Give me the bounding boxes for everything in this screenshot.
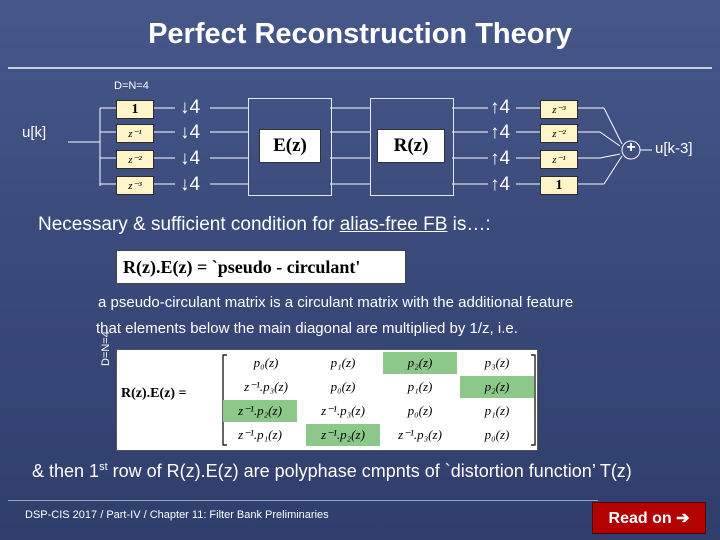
matrix-cell-2-3: p₁(z) [484, 403, 510, 418]
downsampler-1: ↓4 [180, 122, 201, 143]
final-statement: & then 1st row of R(z).E(z) are polyphas… [32, 461, 632, 482]
upsampler-0: ↑4 [490, 97, 511, 118]
upsampler-3: ↑4 [490, 174, 511, 195]
dn-label-vertical: D=N=4 [100, 331, 112, 366]
matrix-cell-0-3: p₃(z) [484, 355, 510, 370]
matrix-cell-2-2: p₀(z) [407, 403, 433, 418]
upsampler-2: ↑4 [490, 148, 511, 169]
footer-divider [8, 500, 598, 501]
output-signal-label: u[k-3] [655, 140, 693, 157]
title-divider [8, 67, 712, 69]
dn-label-top: D=N=4 [114, 80, 149, 92]
matrix-cell-0-2: p₂(z) [383, 352, 457, 374]
matrix-cell-1-3: p₂(z) [460, 376, 534, 398]
matrix-cell-1-1: p₀(z) [330, 379, 356, 394]
final-text-before: & then 1 [32, 461, 100, 481]
matrix-cell-0-0: p₀(z) [253, 355, 279, 370]
R-matrix-box: R(z) [377, 129, 445, 163]
description-line-2: that elements below the main diagonal ar… [96, 320, 518, 337]
upsampler-1: ↑4 [490, 122, 511, 143]
matrix-cell-3-3: p₀(z) [484, 427, 510, 442]
synthesis-delay-2: z⁻¹ [540, 150, 578, 169]
condition-text-before: Necessary & sufficient condition for [38, 214, 340, 235]
downsampler-2: ↓4 [180, 148, 201, 169]
input-signal-label: u[k] [22, 124, 47, 141]
E-matrix-box: E(z) [259, 129, 321, 163]
pseudo-circulant-matrix: R(z).E(z) = p₀(z) p₁(z) p₂(z) p₃(z) z⁻¹.… [116, 349, 538, 451]
analysis-delay-0: 1 [116, 100, 154, 119]
matrix-label: R(z).E(z) = [121, 386, 187, 401]
description-line-1: a pseudo-circulant matrix is a circulant… [98, 294, 574, 311]
pseudo-circulant-equation: R(z).E(z) = `pseudo - circulant' [116, 250, 406, 284]
R-matrix-label: R(z) [393, 135, 429, 156]
analysis-delay-3: z⁻³ [116, 176, 154, 195]
final-text-after: row of R(z).E(z) are polyphase cmpnts of… [107, 461, 632, 481]
final-text-sup: st [99, 461, 108, 473]
matrix-cell-1-2: p₁(z) [407, 379, 433, 394]
synthesis-delay-3: 1 [540, 176, 578, 195]
matrix-cell-1-0: z⁻¹.p₃(z) [244, 379, 288, 394]
filter-bank-wiring [68, 107, 652, 186]
analysis-polyphase-block: E(z) [248, 98, 332, 196]
downsampler-3: ↓4 [180, 174, 201, 195]
sum-symbol: + [626, 139, 636, 156]
read-on-button[interactable]: Read on ➔ [592, 502, 706, 534]
matrix-cell-3-0: z⁻¹.p₁(z) [238, 427, 282, 442]
condition-statement: Necessary & sufficient condition for ali… [38, 214, 491, 236]
analysis-delay-2: z⁻² [116, 150, 154, 169]
slide-title: Perfect Reconstruction Theory [148, 18, 572, 50]
alias-free-fb-term: alias-free FB [339, 214, 448, 235]
synthesis-delay-0: z⁻³ [540, 100, 578, 119]
matrix-cell-3-1: z⁻¹.p₂(z) [306, 424, 380, 446]
E-matrix-label: E(z) [273, 135, 307, 156]
footer-text: DSP-CIS 2017 / Part-IV / Chapter 11: Fil… [25, 509, 329, 521]
matrix-cell-2-1: z⁻¹.p₃(z) [321, 403, 365, 418]
sum-node [621, 140, 641, 160]
matrix-cell-2-0: z⁻¹.p₂(z) [223, 400, 297, 422]
matrix-cell-3-2: z⁻¹.p₃(z) [398, 427, 442, 442]
synthesis-delay-1: z⁻² [540, 124, 578, 143]
synthesis-polyphase-block: R(z) [370, 98, 454, 196]
downsampler-0: ↓4 [180, 97, 201, 118]
condition-text-after: is…: [447, 214, 491, 235]
matrix-cell-0-1: p₁(z) [330, 355, 356, 370]
analysis-delay-1: z⁻¹ [116, 124, 154, 143]
